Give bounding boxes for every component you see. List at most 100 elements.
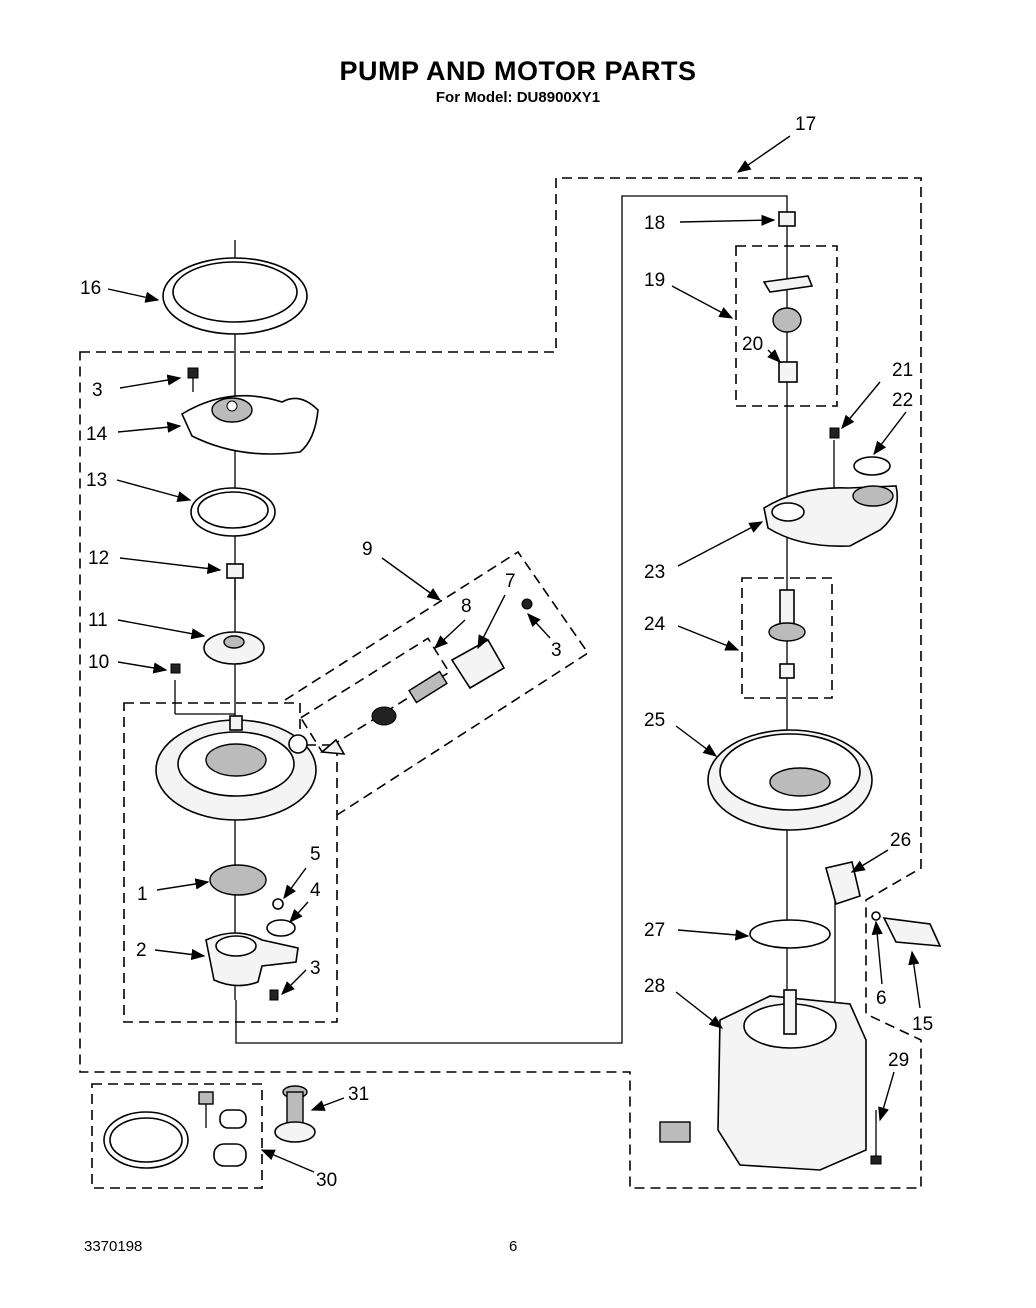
pump-housing-group-outline: [123, 702, 338, 1023]
kit-30-seal-a: [219, 1109, 247, 1129]
leader-23: [677, 521, 764, 567]
screw-3-right: [521, 598, 533, 610]
callout-20: 20: [742, 334, 763, 355]
screw-3-bottom: [269, 989, 279, 1001]
pump-housing-core: [205, 743, 267, 777]
leader-5: [283, 867, 307, 900]
callout-24: 24: [644, 614, 666, 635]
leader-10: [117, 661, 168, 674]
callout-13: 13: [86, 470, 107, 491]
leader-3a: [119, 374, 182, 389]
screw-21: [829, 427, 840, 439]
coupler-19: [772, 307, 802, 333]
callout-16: 16: [80, 278, 101, 299]
o-ring-4: [266, 919, 296, 937]
leader-1: [156, 878, 210, 891]
part-31-base: [274, 1121, 316, 1143]
spring-8: [408, 670, 448, 704]
motor-connector-line: [235, 195, 788, 1044]
callout-15: 15: [912, 1014, 933, 1035]
pump-housing-post: [229, 715, 243, 731]
leader-2: [154, 948, 206, 961]
sensor-15: [882, 917, 942, 947]
seal-24-cap: [779, 663, 795, 679]
solenoid-body: [371, 706, 397, 726]
kit-30-seal-b: [213, 1143, 247, 1167]
screw-10: [170, 663, 181, 674]
callout-17: 17: [795, 114, 816, 135]
leader-22: [873, 411, 907, 456]
callout-11: 11: [88, 610, 108, 631]
nut-18: [778, 211, 796, 227]
ring-22: [853, 456, 891, 476]
callout-19: 19: [644, 270, 665, 291]
kit-30-screw: [198, 1091, 214, 1105]
leader-8: [433, 619, 466, 649]
callout-10: 10: [88, 652, 109, 673]
leader-6: [871, 920, 883, 985]
callout-23: 23: [644, 562, 665, 583]
callout-9: 9: [362, 539, 373, 560]
leader-14: [117, 421, 182, 433]
leader-16: [107, 288, 160, 303]
callout-27: 27: [644, 920, 665, 941]
leader-4: [289, 901, 309, 924]
callout-12: 12: [88, 548, 109, 569]
filter-1: [209, 864, 267, 896]
leader-3c: [281, 969, 307, 995]
leader-20: [767, 349, 781, 363]
mount-plate-23-port: [852, 485, 894, 507]
leader-24: [677, 625, 740, 651]
leader-9: [381, 557, 442, 601]
cover-7: [450, 638, 506, 690]
ball-5: [272, 898, 284, 910]
callout-28: 28: [644, 976, 665, 997]
callout-26: 26: [890, 830, 911, 851]
leader-28: [675, 991, 724, 1029]
callout-8: 8: [461, 596, 472, 617]
motor-28-shaft: [783, 989, 797, 1035]
callout-14: 14: [86, 424, 108, 445]
leader-15: [908, 950, 921, 1009]
callout-7: 7: [505, 571, 516, 592]
kit-30-gasket-inner: [109, 1117, 183, 1163]
leader-19: [671, 285, 734, 319]
callout-5: 5: [310, 844, 321, 865]
callout-3-bottom: 3: [310, 958, 321, 979]
bolt-12: [226, 563, 244, 579]
page-number: 6: [509, 1238, 518, 1255]
callout-21: 21: [892, 360, 913, 381]
clip-26: [825, 861, 861, 906]
mount-plate-23-hole: [771, 502, 805, 522]
leader-31: [310, 1097, 345, 1111]
seal-24: [768, 622, 806, 642]
assembly-24-outline: [741, 577, 833, 699]
leader-27: [677, 929, 750, 941]
leader-13: [116, 479, 192, 503]
screw-3-top: [187, 367, 199, 379]
bracket-19: [762, 275, 814, 293]
disc-27: [749, 919, 831, 949]
callout-18: 18: [644, 213, 665, 234]
leader-7: [477, 594, 506, 650]
pump-plate-14-hub: [226, 400, 238, 412]
leader-12: [119, 557, 222, 575]
callout-25: 25: [644, 710, 665, 731]
callout-29: 29: [888, 1050, 909, 1071]
callout-4: 4: [310, 880, 321, 901]
motor-28-connector: [659, 1121, 691, 1143]
screw-29-head: [870, 1155, 882, 1165]
leader-17: [736, 135, 791, 173]
kit-30-outline: [91, 1083, 263, 1189]
leader-26: [850, 849, 889, 873]
pump-housing-port: [288, 734, 308, 754]
leader-30: [260, 1149, 315, 1173]
leader-3b: [527, 612, 551, 639]
callout-6: 6: [876, 988, 887, 1009]
document-number: 3370198: [84, 1238, 143, 1255]
callout-3-top: 3: [92, 380, 103, 401]
assembly-17-outline: [79, 177, 922, 1189]
leader-11: [117, 619, 206, 640]
callout-3-right: 3: [551, 640, 562, 661]
